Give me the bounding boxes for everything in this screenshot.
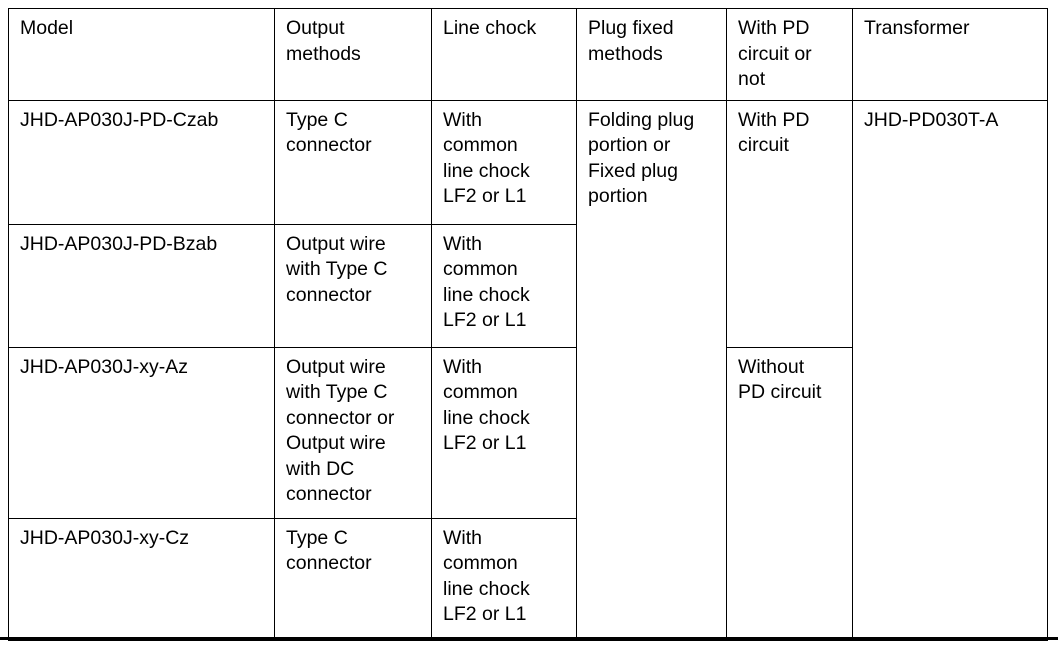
table-row: JHD-AP030J-xy-Az Output wire with Type C…: [8, 346, 1048, 641]
page-horizontal-rule: [0, 637, 1058, 640]
cell-model: JHD-AP030J-xy-Cz: [8, 517, 275, 641]
column-header-transformer-label: Transformer: [864, 17, 970, 39]
column-header-output-methods: Output methods: [274, 8, 432, 101]
table-header-row: Model Output methods Line chock Plug fix…: [8, 8, 1048, 101]
cell-model-value: JHD-AP030J-PD-Bzab: [20, 232, 218, 255]
table-row: JHD-AP030J-PD-Bzab Output wire with Type…: [8, 223, 1048, 348]
cell-plug-fixed-methods-merged: Folding plug portion or Fixed plug porti…: [576, 99, 727, 641]
column-header-line-chock-label: Line chock: [443, 17, 537, 39]
cell-line-chock: With common line chock LF2 or L1: [431, 517, 577, 641]
cell-model: JHD-AP030J-PD-Czab: [8, 99, 275, 225]
cell-output-methods: Output wire with Type C connector: [274, 223, 432, 348]
cell-output-methods: Output wire with Type C connector or Out…: [274, 346, 432, 519]
column-header-line-chock: Line chock: [431, 8, 577, 101]
cell-model: JHD-AP030J-xy-Az: [8, 346, 275, 519]
cell-transformer-merged: JHD-PD030T-A: [852, 99, 1048, 641]
column-header-model: Model: [8, 8, 275, 101]
column-header-plug-fixed-methods-label: Plug fixed methods: [588, 17, 674, 65]
cell-output-methods: Type C connector: [274, 99, 432, 225]
cell-line-chock-value: With common line chock LF2 or L1: [443, 108, 530, 208]
cell-line-chock: With common line chock LF2 or L1: [431, 223, 577, 348]
product-specification-table: Model Output methods Line chock Plug fix…: [8, 8, 1048, 641]
cell-plug-fixed-methods-value: Folding plug portion or Fixed plug porti…: [588, 108, 695, 208]
column-header-model-label: Model: [20, 17, 74, 39]
cell-pd-circuit-with-value: With PD circuit: [738, 108, 810, 157]
cell-line-chock-value: With common line chock LF2 or L1: [443, 355, 530, 455]
cell-output-methods-value: Output wire with Type C connector: [286, 232, 388, 306]
column-header-pd-circuit: With PD circuit or not: [726, 8, 853, 101]
cell-line-chock-value: With common line chock LF2 or L1: [443, 526, 530, 626]
column-header-pd-circuit-label: With PD circuit or not: [738, 17, 812, 90]
column-header-transformer: Transformer: [852, 8, 1048, 101]
table-row: JHD-AP030J-xy-Cz Type C connector With c…: [8, 517, 1048, 641]
cell-model: JHD-AP030J-PD-Bzab: [8, 223, 275, 348]
cell-model-value: JHD-AP030J-xy-Cz: [20, 526, 190, 549]
cell-line-chock: With common line chock LF2 or L1: [431, 346, 577, 519]
cell-transformer-value: JHD-PD030T-A: [864, 108, 999, 131]
cell-output-methods: Type C connector: [274, 517, 432, 641]
cell-model-value: JHD-AP030J-PD-Czab: [20, 108, 219, 131]
cell-model-value: JHD-AP030J-xy-Az: [20, 355, 188, 378]
table-row: JHD-AP030J-PD-Czab Type C connector With…: [8, 99, 1048, 641]
cell-line-chock: With common line chock LF2 or L1: [431, 99, 577, 225]
column-header-output-methods-label: Output methods: [286, 17, 361, 65]
cell-output-methods-value: Type C connector: [286, 526, 372, 575]
column-header-plug-fixed-methods: Plug fixed methods: [576, 8, 727, 101]
cell-line-chock-value: With common line chock LF2 or L1: [443, 232, 530, 332]
cell-output-methods-value: Type C connector: [286, 108, 372, 157]
cell-pd-circuit-with: With PD circuit: [726, 99, 853, 348]
cell-pd-circuit-without: Without PD circuit: [726, 346, 853, 641]
cell-output-methods-value: Output wire with Type C connector or Out…: [286, 355, 395, 506]
cell-pd-circuit-without-value: Without PD circuit: [738, 355, 822, 404]
